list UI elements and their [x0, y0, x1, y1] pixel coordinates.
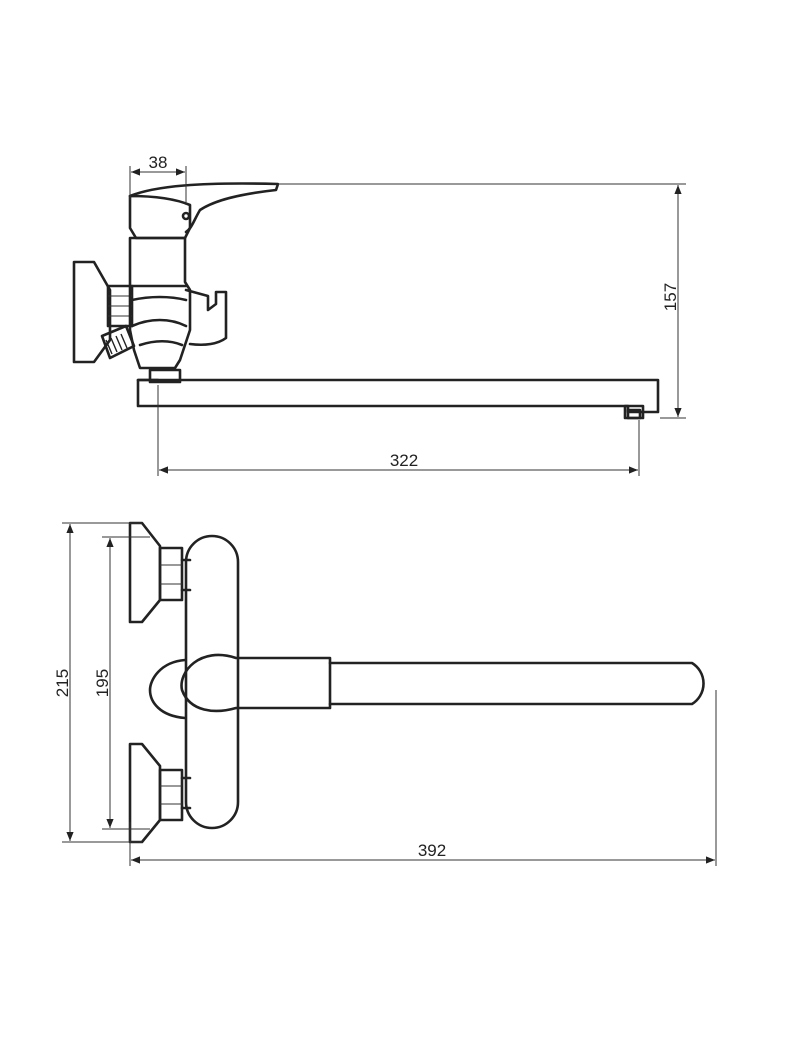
spout-top — [328, 661, 705, 706]
spout-collar — [148, 368, 182, 384]
upper-flange — [128, 521, 162, 624]
mixer-body — [128, 236, 192, 370]
dim-handle-width-label: 38 — [149, 153, 168, 172]
dim-height: 157 — [278, 183, 686, 419]
dim-inlet-spacing: 195 — [93, 536, 150, 830]
dim-handle-width: 38 — [129, 153, 187, 205]
dim-overall-length: 392 — [129, 690, 717, 866]
dim-overall-height: 215 — [53, 522, 142, 843]
diverter-lever — [184, 288, 228, 347]
handle-lever — [128, 182, 280, 234]
dim-inlet-spacing-label: 195 — [93, 669, 112, 697]
dim-overall-length-label: 392 — [418, 841, 446, 860]
spout — [136, 378, 660, 414]
dim-spout-reach-label: 322 — [390, 451, 418, 470]
handle-screw — [181, 211, 191, 221]
lower-flange — [128, 742, 162, 844]
wall-flange — [72, 260, 112, 364]
handle-top — [180, 653, 332, 713]
handle-base — [148, 658, 187, 720]
side-view: 38 157 322 — [72, 153, 686, 476]
dim-height-label: 157 — [661, 283, 680, 311]
lower-nut — [158, 768, 184, 822]
top-view: 215 195 392 — [53, 521, 717, 866]
handle-cap — [128, 194, 192, 240]
dim-spout-reach: 322 — [157, 385, 640, 476]
mixer-body-top — [184, 534, 240, 830]
upper-nut — [158, 546, 184, 602]
dim-overall-height-label: 215 — [53, 669, 72, 697]
